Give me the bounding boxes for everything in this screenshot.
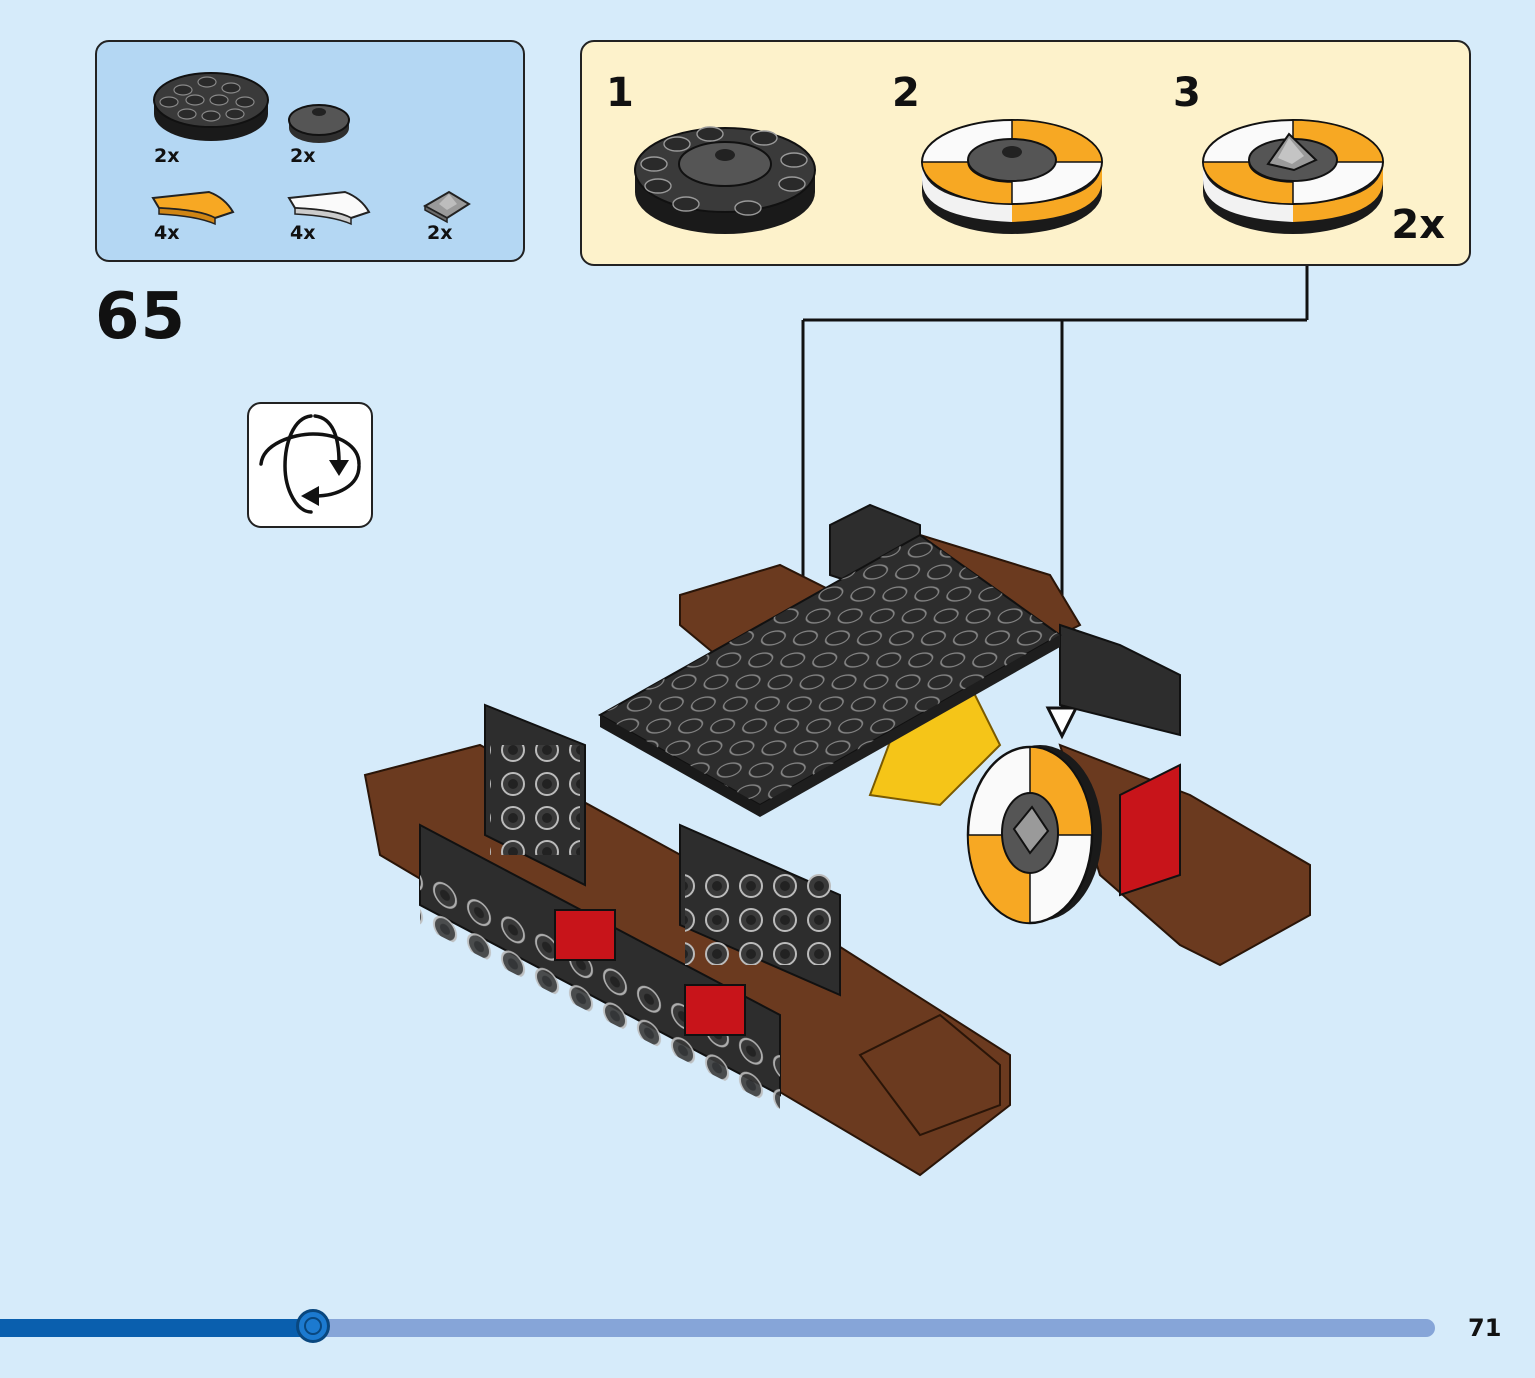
sub-step-3-illustration: [1202, 119, 1384, 234]
progress-knob: [296, 1309, 330, 1343]
orange-curved-tile-icon: [151, 190, 235, 226]
sub-build-multiplier: 2x: [1391, 202, 1445, 248]
sub-step-number: 1: [606, 70, 634, 116]
wheel-assembly: [966, 745, 1102, 925]
progress-fill: [0, 1319, 313, 1337]
sub-build-illustrations: [634, 119, 1384, 234]
part-qty: 2x: [154, 145, 180, 167]
part-qty: 2x: [290, 145, 316, 167]
step-number: 65: [95, 280, 187, 354]
round-tile-icon: [288, 104, 350, 143]
sub-step-2-illustration: [921, 119, 1103, 234]
model-illustration: [363, 503, 1311, 1177]
white-curved-tile-icon: [287, 190, 371, 226]
pyramid-tile-icon: [422, 190, 471, 224]
page-number: 71: [1468, 1314, 1502, 1342]
sub-build-box: 1 2 3: [580, 40, 1471, 266]
part-qty: 4x: [290, 222, 316, 244]
part-qty: 4x: [154, 222, 180, 244]
parts-illustrations: [151, 72, 471, 226]
sub-step-number: 2: [892, 70, 920, 116]
round-plate-icon: [153, 72, 269, 141]
arrow-down-icon: [1045, 706, 1079, 740]
sub-step-1-illustration: [634, 126, 816, 234]
sub-step-number: 3: [1173, 70, 1201, 116]
rotate-model-icon: [259, 414, 361, 514]
rotate-model-box: [247, 402, 373, 528]
progress-bar: [0, 1309, 1435, 1343]
parts-list-box: 2x 2x 4x 4x 2x: [95, 40, 525, 262]
part-qty: 2x: [427, 222, 453, 244]
